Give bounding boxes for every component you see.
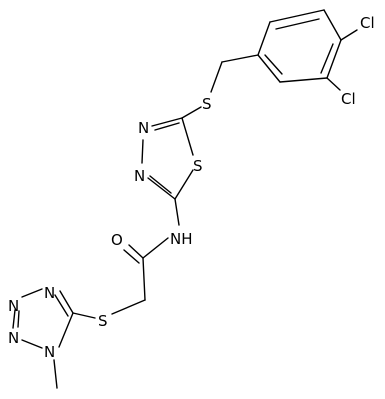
bond (128, 244, 144, 259)
bond (147, 177, 176, 200)
bond (72, 312, 96, 319)
double-bond-inner (320, 43, 334, 74)
double-bond-inner (154, 122, 180, 131)
bond (59, 290, 74, 314)
methyl-bond (53, 359, 58, 389)
atom-n-tetrazole-2: N (8, 297, 19, 315)
bond (174, 169, 194, 200)
bond (151, 117, 183, 127)
bond (210, 61, 223, 93)
bond-to-cl (326, 77, 341, 91)
thiadiazole-ring (141, 117, 194, 200)
bond (269, 9, 325, 23)
benzene-ring (257, 9, 342, 83)
double-bond-inner (264, 54, 283, 75)
bond (257, 54, 281, 83)
atom-n-thiadiazole-lower: N (134, 167, 145, 185)
atom-cl-right: Cl (341, 90, 356, 108)
double-bond (123, 249, 140, 264)
bond (142, 237, 169, 259)
double-bond-inner (54, 294, 69, 317)
double-bond-inner (17, 310, 20, 328)
bond (141, 139, 144, 164)
atom-s-thioether-bottom: S (98, 312, 108, 330)
bond (174, 198, 180, 226)
atom-n-tetrazole-1: N (44, 284, 55, 302)
atom-o-carbonyl: O (111, 231, 123, 249)
bond (111, 299, 146, 315)
atom-s-thiadiazole: S (193, 157, 203, 175)
atom-s-thioether-top: S (202, 95, 212, 113)
bond (221, 54, 259, 63)
tetrazole-ring (12, 288, 74, 349)
bond (279, 77, 328, 83)
double-bond-inner (149, 175, 172, 194)
bond (21, 288, 43, 298)
bond (58, 312, 74, 348)
atom-n-tetrazole-3: N (8, 329, 19, 347)
bond (12, 309, 16, 329)
bond (181, 117, 194, 156)
atom-n-tetrazole-4: N (44, 343, 55, 361)
bond (323, 9, 342, 41)
bond (142, 257, 146, 301)
atom-cl-top: Cl (360, 14, 375, 32)
bond-to-cl (340, 29, 358, 41)
bond (181, 106, 202, 119)
bond (326, 39, 342, 79)
atom-nh-amide: NH (170, 230, 193, 248)
atom-n-thiadiazole-upper: N (138, 119, 149, 137)
bond (257, 21, 271, 56)
bond (21, 339, 43, 349)
double-bond-inner (275, 18, 320, 30)
